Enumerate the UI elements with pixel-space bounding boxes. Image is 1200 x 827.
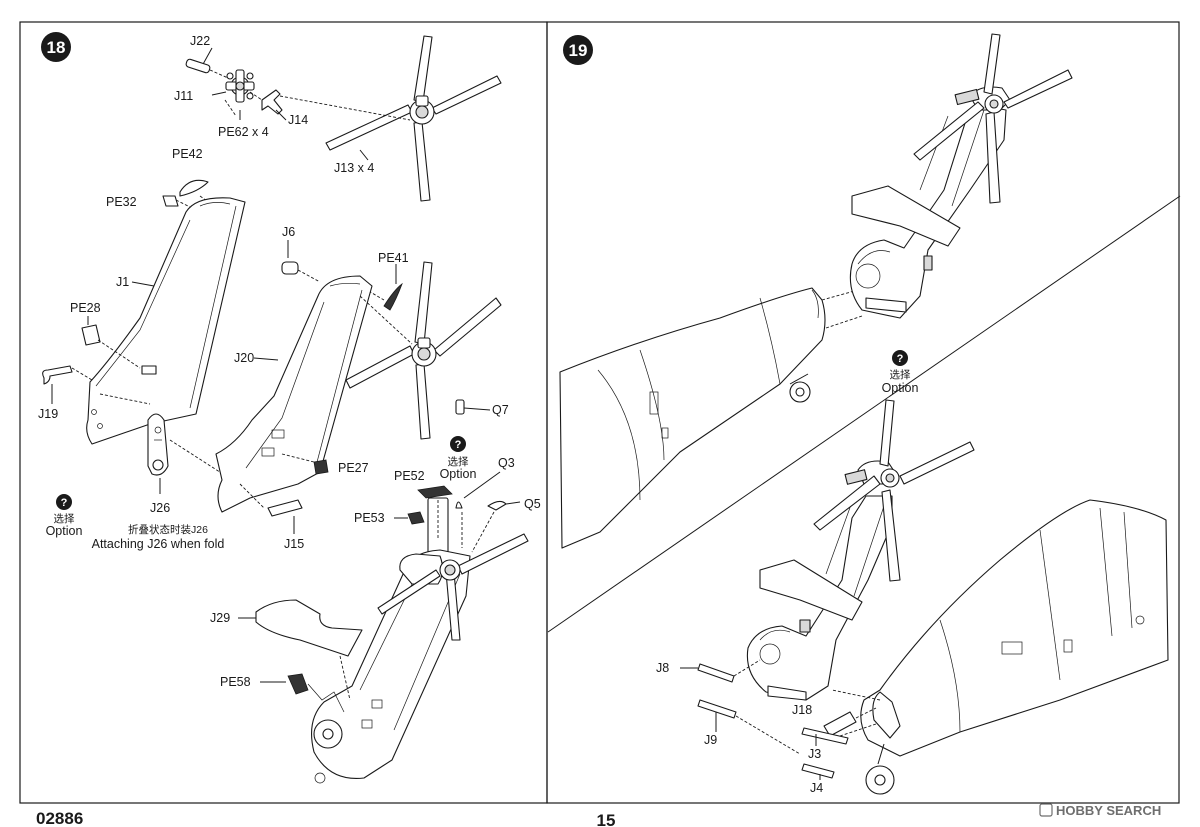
main-rotor-middle [345, 261, 502, 440]
step-19: 19 [547, 33, 1181, 795]
label-j6: J6 [282, 225, 295, 239]
pe53-part [407, 511, 425, 525]
main-rotor-top [279, 35, 502, 202]
watermark-text: HOBBY SEARCH [1056, 803, 1161, 818]
pe42-part [179, 179, 209, 197]
label-j1: J1 [116, 275, 129, 289]
tail-upper-step19 [849, 33, 1073, 319]
label-j20: J20 [234, 351, 254, 365]
watermark-logo-icon [1039, 803, 1053, 817]
label-pe58: PE58 [220, 675, 251, 689]
j29-part [255, 599, 363, 657]
tail-lower-step19 [746, 399, 975, 701]
label-q7: Q7 [492, 403, 509, 417]
label-pe52: PE52 [394, 469, 425, 483]
label-j15: J15 [284, 537, 304, 551]
label-j26: J26 [150, 501, 170, 515]
pe52-part [417, 485, 453, 499]
j4-part [801, 763, 835, 779]
svg-text:?: ? [897, 353, 904, 365]
fuselage-lower [827, 499, 1169, 795]
svg-text:?: ? [455, 439, 462, 451]
tail-rotor-hub-small [185, 47, 287, 121]
label-j8: J8 [656, 661, 669, 675]
option-a-en: Option [46, 524, 83, 538]
step-18-badge [41, 32, 71, 62]
assembled-tail-step18 [311, 497, 529, 784]
option-marker-step19: ? [892, 350, 908, 366]
step-19-badge [563, 35, 593, 65]
label-q5: Q5 [524, 497, 541, 511]
fold-note-cn: 折叠状态时装J26 [128, 523, 208, 536]
step-18-labels: J22 J11 J14 PE62 x 4 J13 x 4 PE42 PE32 J… [38, 34, 541, 689]
label-j4: J4 [810, 781, 823, 795]
j9-part [697, 699, 737, 719]
step19-option-cn: 选择 [890, 368, 911, 381]
pe32-part [162, 195, 179, 207]
svg-text:?: ? [61, 497, 68, 509]
fold-note-en: Attaching J26 when fold [92, 537, 225, 551]
step-19-number: 19 [569, 41, 588, 60]
pe27-part [313, 459, 329, 475]
label-pe28: PE28 [70, 301, 101, 315]
j6-part [281, 261, 299, 275]
label-j14: J14 [288, 113, 308, 127]
q3-part [455, 501, 463, 509]
step-18: 18 [41, 32, 529, 784]
label-j22: J22 [190, 34, 210, 48]
footer-code: 02886 [36, 809, 83, 827]
label-j19: J19 [38, 407, 58, 421]
step-18-number: 18 [47, 38, 66, 57]
label-j18: J18 [792, 703, 812, 717]
j1-tail-boom-half [86, 197, 246, 445]
pe58-part [287, 673, 309, 695]
pe41-part [383, 282, 403, 311]
j15-part [267, 499, 303, 517]
small-rod-parts [680, 659, 877, 780]
option-marker-b: ? [450, 436, 466, 452]
label-pe42: PE42 [172, 147, 203, 161]
q5-part [487, 500, 507, 511]
j26-part [147, 413, 227, 494]
step-19-panel [546, 21, 1180, 804]
j8-part [697, 663, 735, 683]
label-pe27: PE27 [338, 461, 369, 475]
label-j29: J29 [210, 611, 230, 625]
option-marker-a: ? [56, 494, 72, 510]
option-b-en: Option [440, 467, 477, 481]
j20-tail-boom-half [215, 275, 373, 513]
footer-page-number: 15 [597, 811, 616, 827]
label-pe41: PE41 [378, 251, 409, 265]
label-pe32: PE32 [106, 195, 137, 209]
j18-part [823, 711, 857, 737]
fuselage-upper [559, 287, 863, 549]
q7-part [455, 399, 465, 415]
label-j13: J13 x 4 [334, 161, 374, 175]
label-pe62: PE62 x 4 [218, 125, 269, 139]
pe28-part [81, 324, 101, 346]
j3-part [801, 727, 849, 745]
j19-part [42, 365, 93, 404]
label-pe53: PE53 [354, 511, 385, 525]
watermark: HOBBY SEARCH [1039, 803, 1161, 818]
step19-option-en: Option [882, 381, 919, 395]
label-j9: J9 [704, 733, 717, 747]
option-a-cn: 选择 [54, 512, 75, 525]
option-b-cn: 选择 [448, 455, 469, 468]
step-19-divider [547, 195, 1181, 633]
label-j3: J3 [808, 747, 821, 761]
label-j11: J11 [174, 89, 193, 103]
label-q3: Q3 [498, 456, 515, 470]
